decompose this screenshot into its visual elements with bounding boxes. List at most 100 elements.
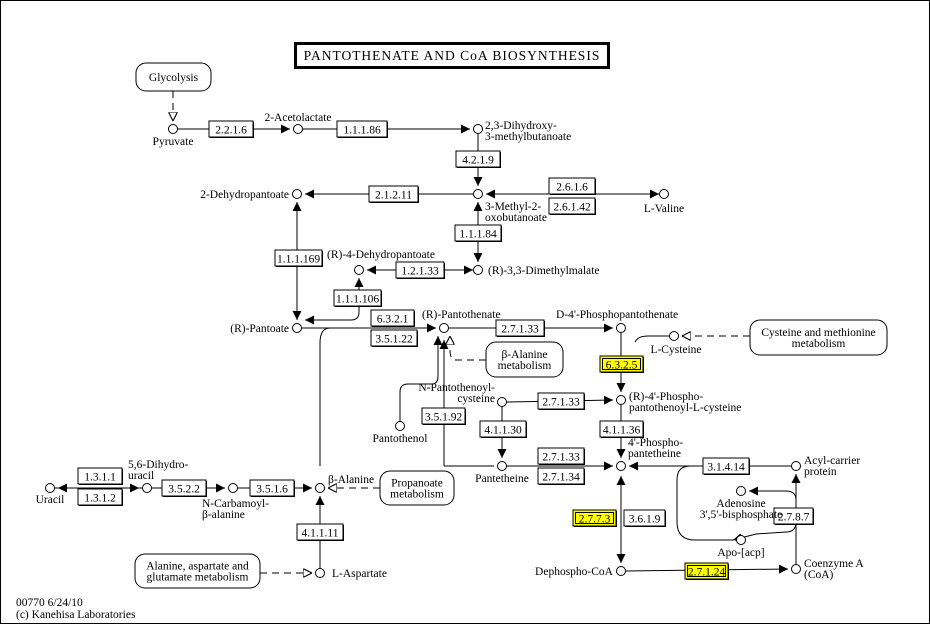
compound-node[interactable] (736, 486, 746, 496)
compound-node[interactable] (395, 421, 405, 431)
enzyme-box-6-3-2-5[interactable]: 6.3.2.5 (599, 355, 644, 373)
enzyme-rect[interactable] (368, 185, 419, 203)
map-box[interactable] (379, 470, 455, 506)
enzyme-rect[interactable] (77, 488, 123, 506)
compound-r-dimethylmalate[interactable]: (R)-3,3-Dimethylmalate (473, 265, 600, 277)
compound-node[interactable] (473, 265, 483, 275)
enzyme-box-1-3-1-1[interactable]: 1.3.1.1 (77, 467, 123, 485)
compound-node[interactable] (228, 483, 238, 493)
compound-coenzyme-a[interactable]: Coenzyme A(CoA) (791, 558, 865, 581)
compound-node[interactable] (439, 323, 449, 333)
enzyme-rect[interactable] (537, 392, 585, 410)
enzyme-rect[interactable] (370, 329, 418, 347)
map-box[interactable] (135, 62, 212, 92)
enzyme-box-2-7-1-33[interactable]: 2.7.1.33 (537, 392, 585, 410)
compound-node[interactable] (791, 461, 801, 471)
compound-node[interactable] (616, 395, 626, 405)
enzyme-box-3-1-4-14[interactable]: 3.1.4.14 (702, 457, 750, 475)
enzyme-rect[interactable] (274, 249, 323, 267)
enzyme-box-4-1-1-11[interactable]: 4.1.1.11 (296, 523, 344, 541)
enzyme-rect[interactable] (454, 224, 502, 242)
enzyme-rect[interactable] (773, 507, 814, 525)
compound-2-dehydropantoate[interactable]: 2-Dehydropantoate (200, 189, 302, 201)
map-box[interactable] (134, 553, 261, 589)
enzyme-box-1-3-1-2[interactable]: 1.3.1.2 (77, 488, 123, 506)
compound-beta-alanine[interactable]: β-Alanine (315, 474, 375, 493)
enzyme-box-2-6-1-6[interactable]: 2.6.1.6 (548, 177, 596, 195)
compound-r-4-dehydropantoate[interactable]: (R)-4-Dehydropantoate (327, 249, 435, 275)
enzyme-box-6-3-2-1[interactable]: 6.3.2.1 (370, 309, 415, 327)
enzyme-box-3-5-1-92[interactable]: 3.5.1.92 (421, 407, 466, 425)
compound-pantetheine[interactable]: Pantetheine (475, 461, 529, 486)
compound-node[interactable] (616, 566, 626, 576)
compound-node[interactable] (669, 331, 679, 341)
enzyme-rect[interactable] (296, 523, 344, 541)
compound-n-pantothenoyl-cysteine[interactable]: N-Pantothenoyl-cysteine (418, 382, 507, 407)
compound-node[interactable] (616, 461, 626, 471)
compound-r-4-phosphopantothenoyl-l-cysteine[interactable]: (R)-4'-Phospho-pantothenoyl-L-cysteine (616, 391, 742, 414)
compound-node[interactable] (736, 535, 746, 545)
compound-node[interactable] (315, 483, 325, 493)
enzyme-box-2-7-8-7[interactable]: 2.7.8.7 (773, 507, 814, 525)
enzyme-rect[interactable] (702, 457, 750, 475)
compound-3-methyl-2-oxobutanoate[interactable]: 3-Methyl-2-oxobutanoate (473, 189, 547, 225)
compound-apo-acp[interactable]: Apo-[acp] (717, 535, 765, 560)
compound-node[interactable] (142, 483, 152, 493)
compound-r-pantothenate[interactable]: (R)-Pantothenate (422, 309, 501, 333)
compound-node[interactable] (292, 323, 302, 333)
enzyme-box-2-7-1-33[interactable]: 2.7.1.33 (495, 319, 545, 337)
enzyme-rect[interactable] (479, 420, 527, 438)
enzyme-box-1-1-1-84[interactable]: 1.1.1.84 (454, 224, 502, 242)
compound-node[interactable] (497, 461, 507, 471)
compound-2-acetolactate[interactable]: 2-Acetolactate (264, 112, 332, 134)
enzyme-box-3-5-1-6[interactable]: 3.5.1.6 (249, 479, 295, 497)
compound-node[interactable] (473, 189, 483, 199)
compound-pyruvate[interactable]: Pyruvate (153, 124, 194, 149)
enzyme-rect[interactable] (161, 479, 207, 497)
enzyme-rect[interactable] (495, 319, 545, 337)
compound-r-pantoate[interactable]: (R)-Pantoate (230, 323, 302, 335)
compound-node[interactable] (791, 564, 801, 574)
compound-l-valine[interactable]: L-Valine (644, 189, 684, 216)
compound-n-carbamoyl-beta-alanine[interactable]: N-Carbamoyl-β-alanine (202, 483, 269, 522)
compound-node[interactable] (354, 265, 364, 275)
enzyme-box-2-7-1-24[interactable]: 2.7.1.24 (684, 562, 729, 580)
compound-l-cysteine[interactable]: L-Cysteine (650, 331, 702, 357)
map-box[interactable] (749, 319, 888, 356)
enzyme-box-2-2-1-6[interactable]: 2.2.1.6 (208, 120, 254, 138)
enzyme-box-3-6-1-9[interactable]: 3.6.1.9 (623, 509, 666, 527)
map-box[interactable] (485, 341, 564, 378)
enzyme-rect[interactable] (77, 467, 123, 485)
compound-node[interactable] (473, 124, 483, 134)
compound-uracil[interactable]: Uracil (36, 483, 65, 507)
enzyme-rect[interactable] (249, 479, 295, 497)
compound-dihydrouracil[interactable]: 5,6-Dihydro-uracil (128, 459, 189, 493)
enzyme-rect[interactable] (623, 509, 666, 527)
enzyme-box-1-2-1-33[interactable]: 1.2.1.33 (395, 261, 445, 279)
enzyme-box-2-6-1-42[interactable]: 2.6.1.42 (548, 197, 596, 215)
enzyme-rect[interactable] (395, 261, 445, 279)
compound-pantothenol[interactable]: Pantothenol (373, 421, 428, 446)
enzyme-box-2-7-1-34[interactable]: 2.7.1.34 (537, 467, 585, 485)
compound-node[interactable] (659, 189, 669, 199)
enzyme-box-3-5-2-2[interactable]: 3.5.2.2 (161, 479, 207, 497)
enzyme-rect[interactable] (684, 562, 729, 580)
enzyme-rect[interactable] (208, 120, 254, 138)
enzyme-rect[interactable] (421, 407, 466, 425)
enzyme-rect[interactable] (548, 177, 596, 195)
enzyme-rect[interactable] (599, 420, 644, 438)
enzyme-rect[interactable] (572, 509, 617, 527)
enzyme-rect[interactable] (333, 289, 382, 307)
pathway-map-link-glycolysis[interactable]: Glycolysis (135, 62, 212, 92)
enzyme-box-1-1-1-169[interactable]: 1.1.1.169 (274, 249, 323, 267)
enzyme-rect[interactable] (537, 467, 585, 485)
enzyme-rect[interactable] (537, 447, 585, 465)
compound-node[interactable] (293, 124, 303, 134)
enzyme-box-2-1-2-11[interactable]: 2.1.2.11 (368, 185, 419, 203)
enzyme-rect[interactable] (599, 355, 644, 373)
